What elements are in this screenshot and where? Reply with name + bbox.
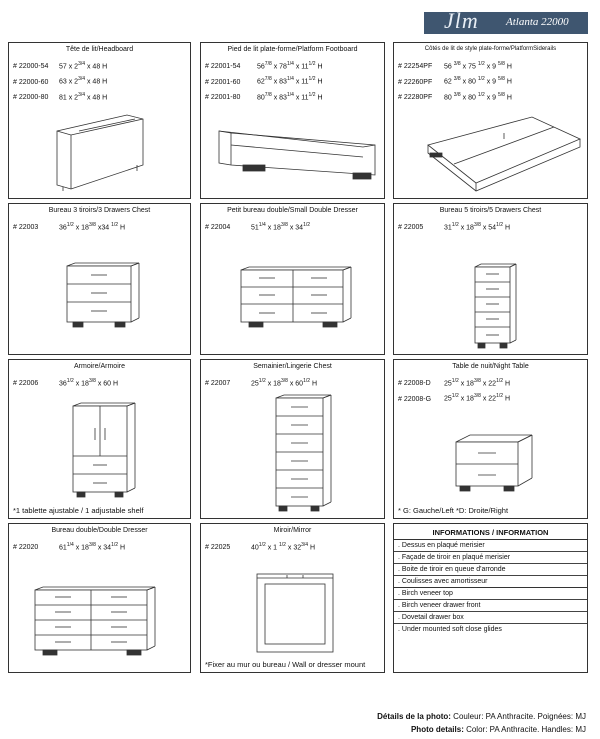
- small-double-dresser-drawing: [240, 266, 352, 328]
- 3-drawers-chest-drawing: [66, 262, 140, 328]
- headboard-drawing: [56, 114, 144, 191]
- footboard-drawing: [218, 130, 376, 180]
- lingerie-chest-drawing: [275, 394, 332, 512]
- cell-title: Petit bureau double/Small Double Dresser: [227, 207, 358, 214]
- info-line: . Birch veneer top: [394, 588, 587, 600]
- photo-details-fr-label: Détails de la photo:: [377, 712, 451, 721]
- night-table-drawing: [455, 434, 533, 492]
- armoire-drawing: [72, 402, 136, 498]
- siderails-drawing: [427, 116, 581, 192]
- brand-logo: Jlm Atlanta 22000: [424, 8, 588, 34]
- cell-title: Tête de lit/Headboard: [65, 46, 134, 53]
- footnote: *1 tablette ajustable / 1 adjustable she…: [13, 506, 144, 515]
- footnote: *Fixer au mur ou bureau / Wall or dresse…: [205, 660, 366, 669]
- info-line: . Dessus en plaqué merisier: [394, 540, 587, 552]
- info-group-english: . Birch veneer top . Birch veneer drawer…: [394, 587, 587, 636]
- double-dresser-drawing: [34, 586, 156, 656]
- footnote: * G: Gauche/Left *D: Droite/Right: [398, 506, 509, 515]
- cell-3-drawers-chest: Bureau 3 tiroirs/3 Drawers Chest # 22003…: [8, 203, 191, 355]
- photo-details-fr-text: Couleur: PA Anthracite. Poignées: MJ: [450, 712, 586, 721]
- info-line: . Coulisses avec amortisseur: [398, 578, 488, 585]
- photo-details-en: Photo details: Color: PA Anthracite. Han…: [411, 725, 586, 734]
- info-line: . Dovetail drawer box: [394, 612, 587, 624]
- info-line: . Under mounted soft close glides: [398, 626, 502, 633]
- info-title: INFORMATIONS / INFORMATION: [432, 528, 549, 537]
- cell-title: Côtés de lit de style plate-forme/Platfo…: [424, 46, 557, 52]
- info-group-french: . Dessus en plaqué merisier . Façade de …: [394, 539, 587, 588]
- info-line: . Boite de tiroir en queue d'arronde: [394, 564, 587, 576]
- 5-drawers-chest-drawing: [474, 263, 517, 349]
- cell-siderails: Côtés de lit de style plate-forme/Platfo…: [393, 42, 588, 199]
- collection-name: Atlanta 22000: [506, 16, 569, 28]
- cell-title: Semainier/Lingerie Chest: [253, 363, 332, 370]
- cell-5-drawers-chest: Bureau 5 tiroirs/5 Drawers Chest # 22005…: [393, 203, 588, 355]
- photo-details-fr: Détails de la photo: Couleur: PA Anthrac…: [377, 712, 586, 721]
- cell-footboard: Pied de lit plate-forme/Platform Footboa…: [200, 42, 385, 199]
- info-line: . Birch veneer drawer front: [394, 600, 587, 612]
- cell-title: Pied de lit plate-forme/Platform Footboa…: [227, 46, 358, 53]
- cell-information: INFORMATIONS / INFORMATION . Dessus en p…: [393, 523, 588, 673]
- cell-title: Bureau double/Double Dresser: [51, 527, 148, 534]
- photo-details-en-text: Color: PA Anthracite. Handles: MJ: [463, 725, 586, 734]
- cell-title: Miroir/Mirror: [273, 527, 312, 534]
- cell-title: Armoire/Armoire: [74, 363, 125, 370]
- brand-name: Jlm: [444, 8, 479, 33]
- photo-details-en-label: Photo details:: [410, 725, 464, 734]
- cell-small-double-dresser: Petit bureau double/Small Double Dresser…: [200, 203, 385, 355]
- cell-title: Bureau 3 tiroirs/3 Drawers Chest: [48, 207, 151, 214]
- info-line: . Façade de tiroir en plaqué merisier: [394, 552, 587, 564]
- cell-title: Bureau 5 tiroirs/5 Drawers Chest: [439, 207, 542, 214]
- mirror-drawing: [256, 573, 334, 653]
- cell-title: Table de nuit/Night Table: [452, 363, 529, 370]
